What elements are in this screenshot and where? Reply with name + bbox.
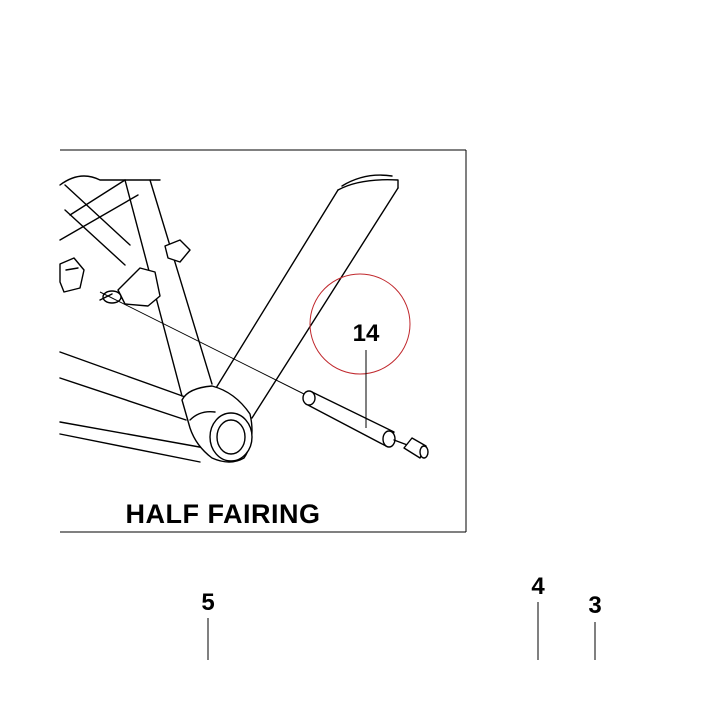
callout-14: 14 [309,273,411,428]
frame-illustration [59,174,399,463]
callout-14-label: 14 [353,320,380,347]
callout-5-label: 5 [201,589,214,616]
callout-4-label: 4 [531,573,545,600]
callout-5: 5 [201,589,215,660]
inset-frame [60,149,467,533]
callout-14-highlight-circle [309,273,411,375]
callout-3-label: 3 [588,592,601,619]
inset-caption: HALF FAIRING [126,499,321,529]
callout-3: 3 [588,592,602,660]
fairing-stay-bar [99,291,429,459]
callout-4: 4 [531,573,545,660]
